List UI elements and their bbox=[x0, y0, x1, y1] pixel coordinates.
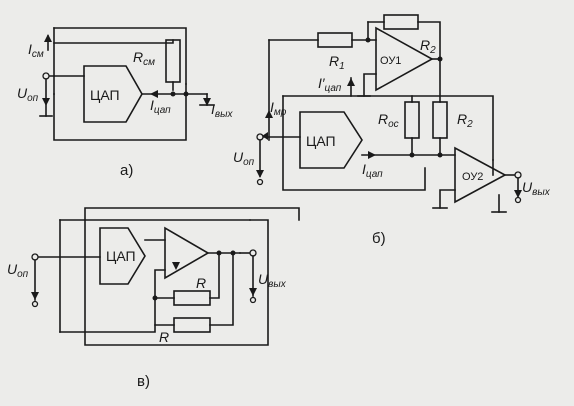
dac-block-a bbox=[83, 65, 143, 123]
output-terminal-b bbox=[514, 171, 522, 179]
input-terminal-v bbox=[31, 253, 39, 261]
current-arrow-i-tsap-prime bbox=[347, 78, 355, 86]
voltage-arrow-u-op bbox=[42, 98, 50, 106]
resistor-r2 bbox=[432, 101, 448, 139]
caption-v: в) bbox=[137, 373, 150, 390]
label-i-tsap-a: Iцап bbox=[150, 97, 171, 116]
resistor-r1 bbox=[317, 32, 353, 48]
voltage-arrow-u-op-v bbox=[31, 292, 39, 300]
current-arrow-i-mr bbox=[265, 110, 273, 118]
label-u-op-b: Uоп bbox=[233, 149, 255, 168]
op-amp-v bbox=[164, 226, 210, 280]
label-r2: R2 bbox=[457, 111, 473, 130]
caption-b: б) bbox=[372, 230, 386, 247]
label-oy1: ОУ1 bbox=[380, 55, 401, 67]
dac-label-b: ЦАП bbox=[306, 133, 336, 149]
label-r2-top: R2 bbox=[420, 37, 436, 56]
label-r-os: Rос bbox=[378, 111, 399, 130]
label-u-op-a: Uоп bbox=[17, 85, 39, 104]
resistor-r-sm bbox=[165, 39, 181, 83]
dac-label-v: ЦАП bbox=[106, 248, 136, 264]
label-i-tsap-prime: I′цап bbox=[318, 75, 342, 94]
label-i-vyh: Iвых bbox=[211, 101, 233, 120]
panel-a-circuit bbox=[39, 27, 215, 141]
label-r-sm: Rсм bbox=[133, 49, 155, 68]
dac-block-v bbox=[99, 227, 146, 285]
label-u-vyh-b: Uвых bbox=[522, 179, 551, 198]
dac-label-a: ЦАП bbox=[90, 87, 120, 103]
resistor-r2-top bbox=[383, 14, 419, 30]
label-r-bottom-v: R bbox=[159, 329, 169, 345]
input-terminal-b bbox=[256, 133, 264, 141]
panel-v-circuit bbox=[31, 207, 300, 346]
op-amp-oy2 bbox=[454, 146, 507, 204]
label-i-sm: Iсм bbox=[28, 41, 44, 60]
dac-block-b bbox=[299, 111, 363, 169]
panel-b-circuit bbox=[256, 14, 522, 213]
label-u-vyh-v: Uвых bbox=[258, 271, 287, 290]
label-i-tsap-b: Iцап bbox=[362, 161, 383, 180]
label-r1: R1 bbox=[329, 53, 345, 72]
caption-a: а) bbox=[120, 162, 133, 179]
label-i-mr: Iмр bbox=[270, 99, 287, 118]
label-r-top-v: R bbox=[196, 275, 206, 291]
label-oy2: ОУ2 bbox=[462, 171, 483, 183]
resistor-r-os bbox=[404, 101, 420, 139]
output-terminal-v bbox=[249, 249, 257, 257]
resistor-r-bottom bbox=[173, 317, 211, 333]
label-u-op-v: Uоп bbox=[7, 261, 29, 280]
input-terminal bbox=[42, 72, 50, 80]
voltage-arrow-u-vyh-v bbox=[249, 288, 257, 296]
resistor-r-top bbox=[173, 290, 211, 306]
op-amp-oy1 bbox=[375, 26, 434, 92]
